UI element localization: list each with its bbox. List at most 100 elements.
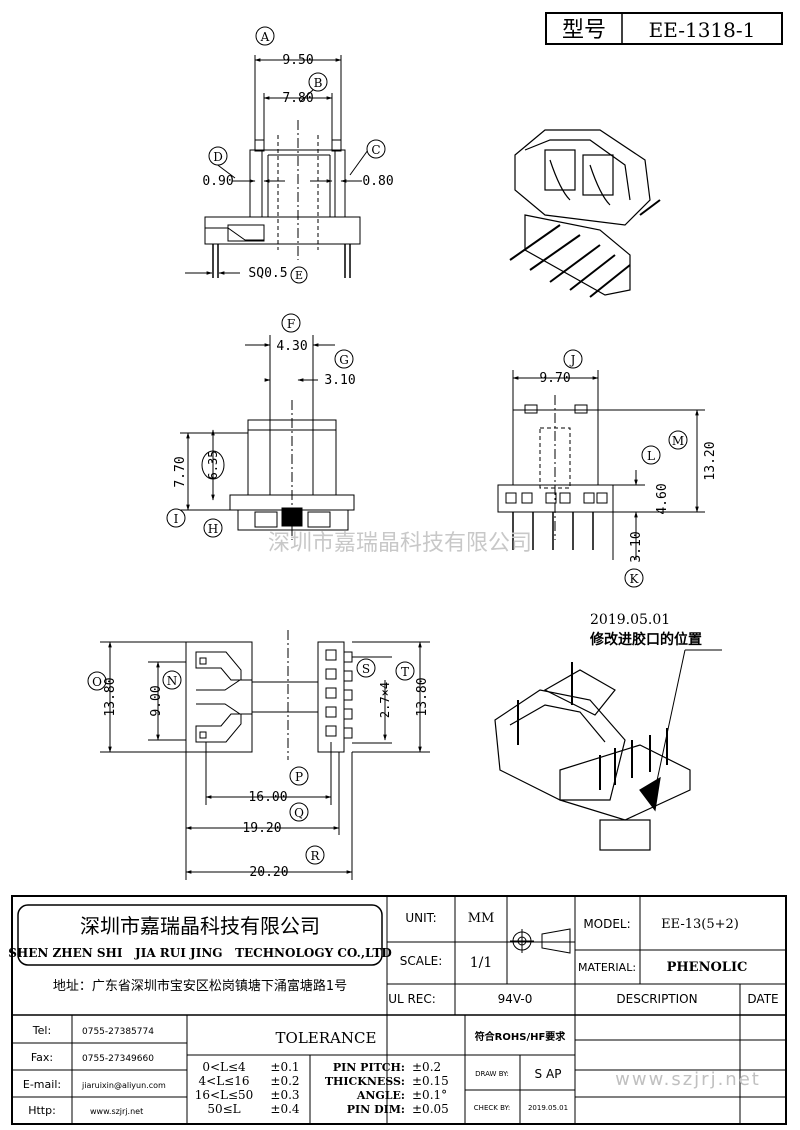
- unit-value: MM: [468, 911, 495, 926]
- material-value: PHENOLIC: [667, 960, 748, 975]
- model-header: 型号 EE-1318-1: [545, 12, 783, 45]
- ul-value: 94V-0: [498, 992, 533, 1006]
- end-view: [497, 370, 705, 560]
- check-by-label: CHECK BY:: [474, 1104, 510, 1112]
- label-k: K: [630, 572, 640, 586]
- material-label: MATERIAL:: [578, 961, 636, 974]
- website-watermark: www.szjrj.net: [615, 1069, 761, 1090]
- dim-l: 4.60: [655, 483, 670, 514]
- tolerance-range-2: 4<L≤16: [199, 1074, 250, 1088]
- tolerance-value-2: ±0.2: [270, 1074, 299, 1088]
- label-g: G: [339, 353, 349, 367]
- contact-fax-label: Fax:: [31, 1051, 53, 1064]
- unit-label: UNIT:: [405, 911, 436, 925]
- label-o: O: [92, 675, 102, 689]
- description-label: DESCRIPTION: [616, 992, 697, 1006]
- model-value: EE-13(5+2): [661, 917, 739, 932]
- spec-pin-pitch-label: PIN PITCH:: [333, 1061, 405, 1074]
- contact-tel-label: Tel:: [32, 1024, 51, 1037]
- tolerance-range-1: 0<L≤4: [202, 1060, 246, 1074]
- dim-d: 0.90: [202, 174, 233, 189]
- dim-r: 20.20: [249, 865, 288, 880]
- date-label: DATE: [747, 992, 778, 1006]
- revision-date: 2019.05.01: [590, 612, 670, 628]
- spec-pin-dim-value: ±0.05: [412, 1102, 449, 1116]
- rohs-note: 符合ROHS/HF要求: [475, 1030, 567, 1043]
- contact-http-label: Http:: [28, 1104, 56, 1117]
- tolerance-title: TOLERANCE: [276, 1029, 377, 1047]
- label-a: A: [260, 30, 270, 44]
- dim-m: 13.20: [703, 441, 718, 480]
- label-p: P: [295, 770, 303, 784]
- ul-label: UL REC:: [388, 992, 436, 1006]
- dim-t: 13.80: [415, 677, 430, 716]
- contact-email-value: jiaruixin@aliyun.com: [81, 1081, 166, 1090]
- title-block: [11, 895, 787, 1125]
- label-f: F: [287, 317, 295, 331]
- dim-h: 6.35: [206, 451, 220, 480]
- spec-angle-value: ±0.1°: [412, 1088, 447, 1102]
- label-s: S: [362, 662, 370, 676]
- label-t: T: [401, 665, 409, 679]
- side-view-labels: F G H I 4.30 3.10 6.35 7.70: [166, 313, 356, 538]
- dim-j: 9.70: [539, 371, 570, 386]
- spec-angle-label: ANGLE:: [356, 1089, 405, 1102]
- label-c: C: [371, 143, 380, 157]
- dim-q: 19.20: [242, 821, 281, 836]
- contact-http-value: www.szjrj.net: [90, 1107, 143, 1116]
- company-name-cn: 深圳市嘉瑞晶科技有限公司: [80, 914, 320, 938]
- front-view: [185, 55, 369, 278]
- dim-e: SQ0.5: [248, 266, 287, 281]
- dim-k: 3.10: [629, 531, 644, 562]
- company-watermark: 深圳市嘉瑞晶科技有限公司: [268, 531, 532, 556]
- tolerance-value-1: ±0.1: [270, 1060, 299, 1074]
- label-r: R: [310, 849, 320, 863]
- tolerance-range-4: 50≤L: [207, 1102, 240, 1116]
- tolerance-range-3: 16<L≤50: [195, 1088, 254, 1102]
- dim-o: 13.80: [103, 677, 118, 716]
- top-view-labels: N O P Q R S T 9.00 13.80 16.00 19.20 20.…: [87, 658, 430, 880]
- label-j: J: [569, 353, 576, 367]
- dim-n: 9.00: [149, 685, 164, 716]
- revision-note: 2019.05.01 修改进胶口的位置: [589, 612, 702, 648]
- spec-pin-dim-label: PIN DIM:: [347, 1103, 405, 1116]
- contact-email-label: E-mail:: [23, 1078, 61, 1091]
- top-view: [100, 630, 430, 880]
- model-header-value: EE-1318-1: [649, 18, 756, 42]
- title-block-text: 深圳市嘉瑞晶科技有限公司 SHEN ZHEN SHI JIA RUI JING …: [8, 911, 778, 1117]
- spec-thickness-label: THICKNESS:: [325, 1075, 405, 1088]
- label-h: H: [208, 522, 218, 536]
- dim-g: 3.10: [324, 373, 355, 388]
- label-m: M: [672, 434, 684, 448]
- scale-value: 1/1: [470, 955, 493, 971]
- label-b: B: [314, 76, 323, 90]
- tolerance-value-4: ±0.4: [270, 1102, 300, 1116]
- dim-a: 9.50: [282, 53, 313, 68]
- label-e: E: [295, 269, 303, 282]
- label-d: D: [213, 150, 223, 164]
- check-by-value: 2019.05.01: [528, 1104, 568, 1112]
- iso-view-top: [509, 129, 661, 298]
- dim-i: 7.70: [173, 456, 188, 487]
- contact-fax-value: 0755-27349660: [82, 1054, 154, 1064]
- end-view-labels: J K L M 9.70 3.10 4.60 13.20: [539, 349, 718, 588]
- contact-tel-value: 0755-27385774: [82, 1027, 154, 1037]
- dim-p: 16.00: [248, 790, 287, 805]
- side-view: [180, 335, 355, 540]
- dim-s: 2.7×4: [378, 682, 392, 718]
- company-name-en: SHEN ZHEN SHI JIA RUI JING TECHNOLOGY CO…: [8, 946, 392, 960]
- spec-thickness-value: ±0.15: [412, 1074, 449, 1088]
- model-label: MODEL:: [583, 917, 630, 931]
- spec-pin-pitch-value: ±0.2: [412, 1060, 441, 1074]
- draw-by-value: S AP: [535, 1067, 562, 1081]
- front-view-labels: A B C D E 9.50 7.80 0.80 0.90 SQ0.5: [202, 26, 394, 284]
- iso-view-bottom: [494, 649, 722, 851]
- draw-by-label: DRAW BY:: [475, 1070, 509, 1078]
- revision-text: 修改进胶口的位置: [589, 631, 702, 648]
- model-header-label: 型号: [562, 18, 606, 43]
- label-q: Q: [294, 806, 304, 820]
- tolerance-value-3: ±0.3: [270, 1088, 299, 1102]
- scale-label: SCALE:: [400, 954, 443, 968]
- label-i: I: [174, 512, 179, 526]
